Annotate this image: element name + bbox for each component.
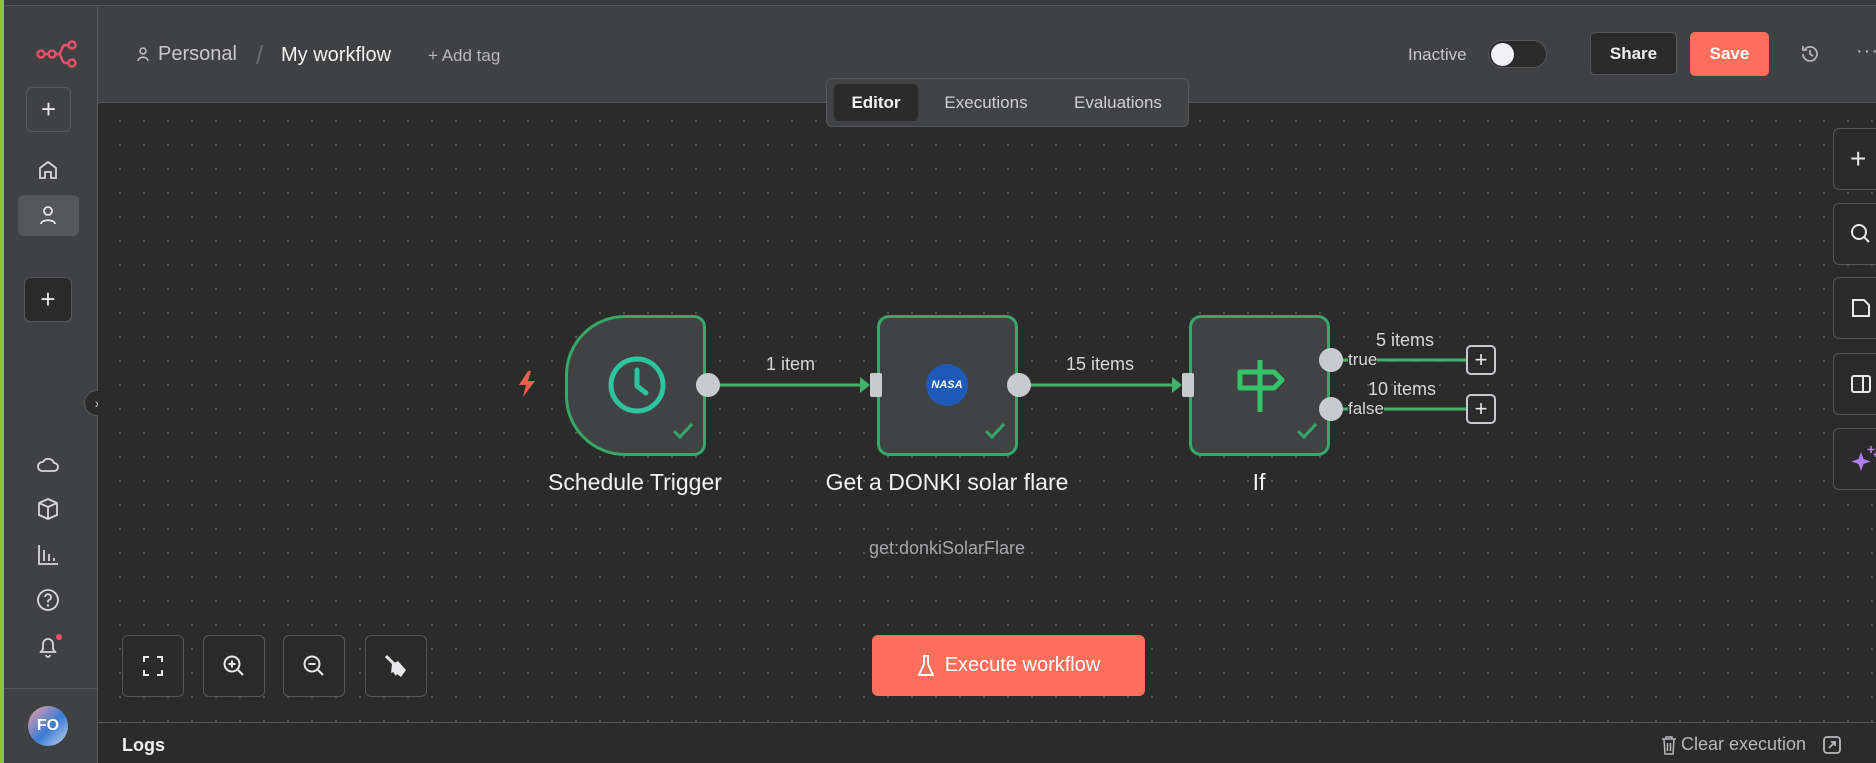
tab-editor[interactable]: Editor	[834, 84, 918, 121]
node-label: Get a DONKI solar flare	[825, 469, 1069, 495]
user-icon	[40, 206, 56, 225]
signpost-icon	[1237, 360, 1285, 412]
workflow-name[interactable]: My workflow	[281, 44, 392, 66]
nasa-logo-icon: NASA	[926, 364, 968, 406]
help-icon[interactable]	[35, 587, 61, 613]
broom-icon	[384, 654, 406, 677]
add-node-button[interactable]: +	[1833, 128, 1876, 190]
edge-nasa-to-if[interactable]	[1030, 377, 1182, 393]
templates-box-icon[interactable]	[35, 496, 61, 522]
execute-workflow-label: Execute workflow	[944, 654, 1101, 676]
cloud-icon[interactable]	[35, 452, 61, 478]
output-handle[interactable]	[696, 373, 720, 397]
logs-panel[interactable]	[98, 722, 1876, 763]
add-node-false-button[interactable]: +	[1466, 394, 1496, 424]
insights-chart-icon[interactable]	[35, 542, 61, 568]
add-project-button[interactable]: +	[24, 277, 72, 322]
input-handle[interactable]	[1182, 373, 1194, 397]
input-handle[interactable]	[870, 373, 882, 397]
more-options-icon[interactable]: ···	[1856, 40, 1876, 62]
output-handle-false[interactable]	[1319, 397, 1343, 421]
ai-assistant-button[interactable]	[1833, 428, 1876, 490]
clock-icon	[608, 356, 666, 414]
ai-sparkle-icon	[1851, 446, 1876, 471]
trigger-lightning-icon	[519, 371, 535, 397]
tidy-up-button[interactable]	[365, 635, 427, 697]
flask-icon	[917, 654, 934, 676]
home-icon[interactable]	[36, 158, 60, 182]
output-label-true: true	[1348, 350, 1378, 370]
active-status-label: Inactive	[1408, 45, 1467, 64]
zoom-in-button[interactable]	[203, 635, 265, 697]
tab-executions[interactable]: Executions	[944, 92, 1028, 112]
workflow-canvas[interactable]	[98, 103, 1876, 722]
open-logs-external-icon[interactable]	[1822, 735, 1842, 755]
add-tag-button[interactable]: + Add tag	[428, 46, 501, 65]
success-check-icon	[984, 422, 1006, 440]
edge-label: 1 item	[766, 354, 816, 374]
execute-workflow-button[interactable]: Execute workflow	[872, 635, 1145, 696]
fit-view-button[interactable]	[122, 635, 184, 697]
create-button[interactable]: +	[26, 87, 71, 132]
notifications-bell-icon[interactable]	[35, 633, 65, 661]
breadcrumb-separator: /	[256, 40, 264, 70]
success-check-icon	[1296, 422, 1318, 440]
logs-title: Logs	[122, 735, 165, 755]
user-icon	[137, 47, 149, 62]
sticky-note-icon	[1852, 299, 1870, 317]
sidebar-divider	[4, 688, 97, 689]
clear-execution-button[interactable]: Clear execution	[1661, 734, 1806, 755]
zoom-in-icon	[223, 655, 244, 676]
search-icon	[1851, 224, 1870, 243]
user-avatar[interactable]: FO	[28, 706, 68, 746]
plus-icon: +	[1850, 143, 1867, 174]
toggle-panel-button[interactable]	[1833, 353, 1876, 415]
output-handle[interactable]	[1007, 373, 1031, 397]
chevron-right-icon: ›	[94, 395, 100, 411]
output-count-false: 10 items	[1368, 379, 1437, 399]
output-handle-true[interactable]	[1319, 348, 1343, 372]
node-subtitle: get:donkiSolarFlare	[868, 538, 1026, 558]
breadcrumb-project[interactable]: Personal	[158, 43, 237, 65]
save-button[interactable]: Save	[1690, 32, 1769, 76]
edge-trigger-to-nasa[interactable]	[718, 377, 870, 393]
output-count-true: 5 items	[1376, 330, 1435, 350]
node-label: If	[1252, 469, 1266, 495]
clear-execution-label: Clear execution	[1681, 734, 1807, 754]
add-sticky-note-button[interactable]	[1833, 277, 1876, 339]
window-top-bar	[0, 0, 1876, 6]
history-icon[interactable]	[1799, 43, 1821, 65]
node-label: Schedule Trigger	[548, 469, 722, 495]
zoom-out-icon	[303, 655, 324, 676]
edge-label: 15 items	[1066, 354, 1135, 374]
sidebar	[4, 6, 98, 763]
active-toggle[interactable]	[1488, 40, 1547, 68]
zoom-out-button[interactable]	[283, 635, 345, 697]
fit-view-icon	[143, 656, 163, 676]
sidebar-panel-icon	[1851, 375, 1871, 393]
trash-icon	[1662, 735, 1676, 755]
success-check-icon	[672, 422, 694, 440]
window-accent-stripe	[0, 0, 4, 763]
search-nodes-button[interactable]	[1833, 203, 1876, 265]
tab-evaluations[interactable]: Evaluations	[1074, 92, 1162, 112]
output-label-false: false	[1348, 399, 1384, 419]
add-node-true-button[interactable]: +	[1466, 345, 1496, 375]
share-button[interactable]: Share	[1590, 32, 1677, 75]
n8n-logo-icon[interactable]	[36, 40, 78, 68]
